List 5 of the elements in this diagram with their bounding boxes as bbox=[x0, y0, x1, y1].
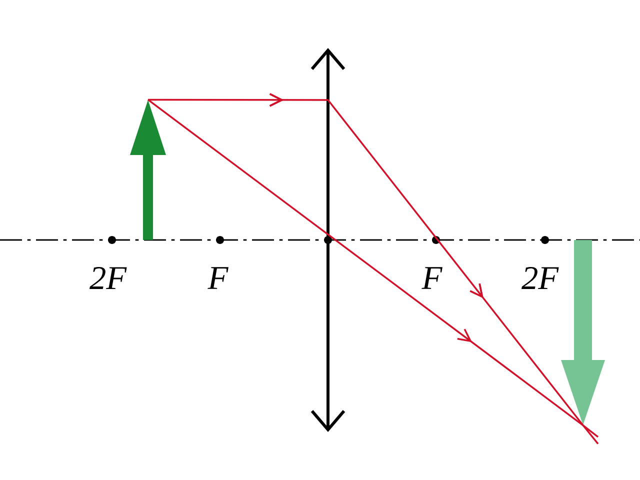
object-arrow bbox=[130, 100, 166, 240]
image-arrow bbox=[561, 240, 605, 425]
point-label: F bbox=[422, 267, 442, 289]
point-label: 2F bbox=[90, 266, 127, 290]
point-label: F bbox=[208, 267, 228, 289]
